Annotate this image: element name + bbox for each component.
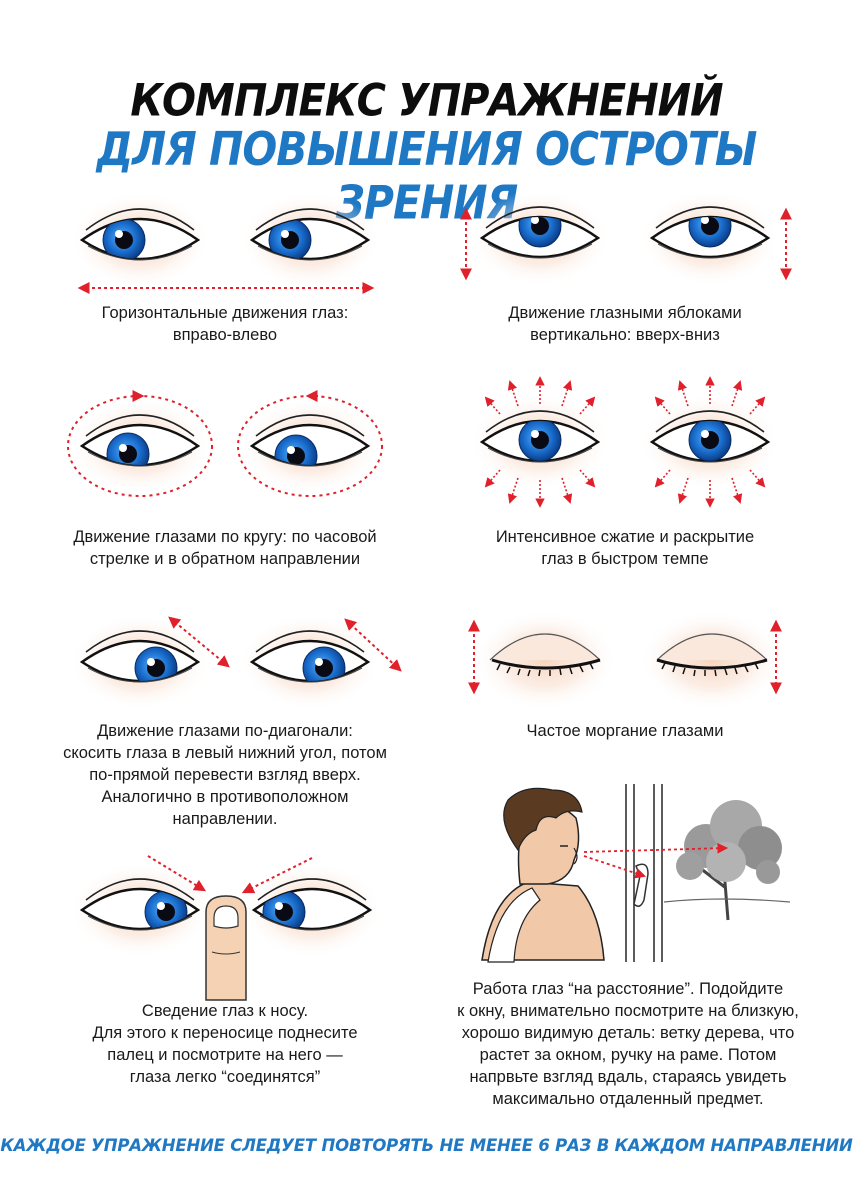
eye-icon [238, 396, 382, 496]
caption-line: стрелке и в обратном направлении [89, 550, 361, 568]
eye-icon [468, 188, 612, 288]
arrow-icon [344, 618, 402, 672]
caption-line: Движение глазными яблоками [508, 304, 742, 322]
caption-line: Движение глазами по кругу: по часовой [73, 528, 377, 546]
tree-icon [663, 800, 791, 921]
eye-icon [68, 860, 212, 960]
caption-line: Частое моргание глазами [526, 722, 724, 740]
caption-line: направлении. [172, 810, 278, 828]
caption-line: Работа глаз “на расстояние”. Подойдите [472, 980, 784, 998]
caption-line: хорошо видимую деталь: ветку дерева, что [461, 1024, 795, 1042]
eye-icon [68, 612, 212, 712]
eye-icon [68, 190, 212, 290]
exercise-caption-1: Горизонтальные движения глаз: вправо-вле… [40, 302, 410, 346]
caption-line: Горизонтальные движения глаз: [101, 304, 349, 322]
arrow-icon [484, 376, 766, 508]
caption-line: Для этого к переносице поднесите [92, 1024, 358, 1042]
caption-line: вправо-влево [172, 326, 278, 344]
closed-eye-icon [473, 610, 617, 710]
eye-icon [238, 190, 382, 290]
page-title-line1: КОМПЛЕКС УПРАЖНЕНИЙ [130, 75, 723, 127]
exercise-caption-3: Движение глазами по кругу: по часовой ст… [25, 526, 425, 570]
caption-line: Сведение глаз к носу. [141, 1002, 309, 1020]
arrow-icon [241, 857, 313, 894]
caption-line: максимально отдаленный предмет. [492, 1090, 764, 1108]
finger-icon [205, 895, 247, 1001]
caption-line: растет за окном, ручку на раме. Потом [479, 1046, 777, 1064]
caption-line: скосить глаза в левый нижний угол, потом [63, 744, 387, 762]
caption-line: глаз в быстром темпе [541, 550, 709, 568]
caption-line: Движение глазами по-диагонали: [97, 722, 353, 740]
caption-line: к окну, внимательно посмотрите на близку… [457, 1002, 799, 1020]
exercise-caption-2: Движение глазными яблоками вертикально: … [440, 302, 810, 346]
eye-icon [468, 392, 612, 492]
footer-note: КАЖДОЕ УПРАЖНЕНИЕ СЛЕДУЕТ ПОВТОРЯТЬ НЕ М… [0, 1136, 853, 1155]
page-title-line2: ДЛЯ ПОВЫШЕНИЯ ОСТРОТЫ ЗРЕНИЯ [96, 122, 758, 230]
arrow-icon [168, 616, 230, 668]
arrow-icon [583, 855, 647, 879]
closed-eye-icon [640, 610, 784, 710]
caption-line: Интенсивное сжатие и раскрытие [495, 528, 755, 546]
eye-icon [638, 188, 782, 288]
exercise-caption-4: Интенсивное сжатие и раскрытие глаз в бы… [440, 526, 810, 570]
caption-line: по-прямой перевести взгляд вверх. [89, 766, 361, 784]
arrow-icon [147, 855, 207, 892]
window-handle-icon [633, 863, 649, 907]
exercise-caption-8: Работа глаз “на расстояние”. Подойдите к… [428, 978, 828, 1110]
eye-icon [68, 396, 212, 496]
eye-icon [240, 860, 384, 960]
caption-line: напрвьте взгляд вдаль, стараясь увидеть [469, 1068, 787, 1086]
exercise-caption-7: Сведение глаз к носу. Для этого к перено… [40, 1000, 410, 1088]
caption-line: палец и посмотрите на него — [107, 1046, 343, 1064]
window-frame-icon [625, 784, 663, 962]
caption-line: Аналогично в противоположном [101, 788, 349, 806]
caption-line: глаза легко “соединятся” [129, 1068, 321, 1086]
eye-icon [638, 392, 782, 492]
caption-line: вертикально: вверх-вниз [530, 326, 720, 344]
exercise-caption-5: Движение глазами по-диагонали: скосить г… [25, 720, 425, 830]
man-icon [481, 787, 605, 963]
eye-icon [238, 612, 382, 712]
exercise-caption-6: Частое моргание глазами [440, 720, 810, 742]
